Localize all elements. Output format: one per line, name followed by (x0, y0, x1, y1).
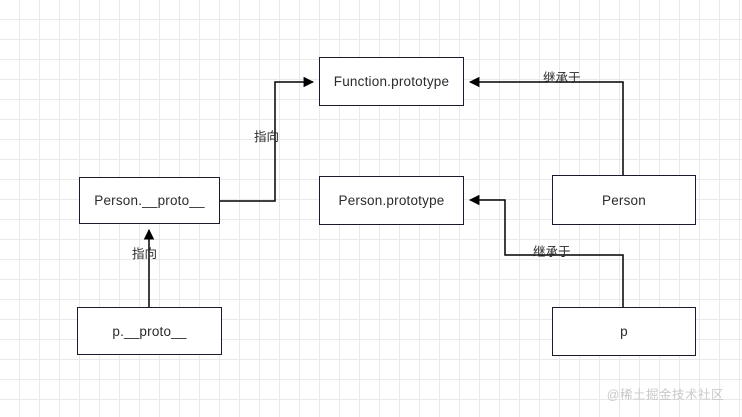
edge-label-person-to-function-prototype: 继承于 (543, 71, 581, 85)
edge-label-person-proto-to-function-prototype: 指向 (254, 130, 280, 144)
node-person-label: Person (602, 192, 646, 208)
node-p[interactable]: p (552, 307, 696, 356)
node-person-prototype[interactable]: Person.prototype (319, 176, 464, 225)
edge-person-to-function-prototype (468, 76, 624, 175)
edge-label-p-to-person-prototype: 继承于 (533, 245, 571, 259)
node-person-proto[interactable]: Person.__proto__ (79, 177, 220, 224)
watermark: @稀土掘金技术社区 (606, 388, 724, 402)
node-person[interactable]: Person (552, 175, 696, 225)
node-function-prototype[interactable]: Function.prototype (319, 57, 464, 106)
edge-label-p-proto-to-person-proto: 指向 (132, 247, 158, 261)
node-p-proto-label: p.__proto__ (112, 323, 187, 339)
node-person-prototype-label: Person.prototype (338, 193, 445, 208)
node-function-prototype-label: Function.prototype (333, 74, 450, 89)
node-p-proto[interactable]: p.__proto__ (77, 307, 222, 355)
node-p-label: p (620, 324, 628, 339)
node-person-proto-label: Person.__proto__ (94, 193, 205, 208)
